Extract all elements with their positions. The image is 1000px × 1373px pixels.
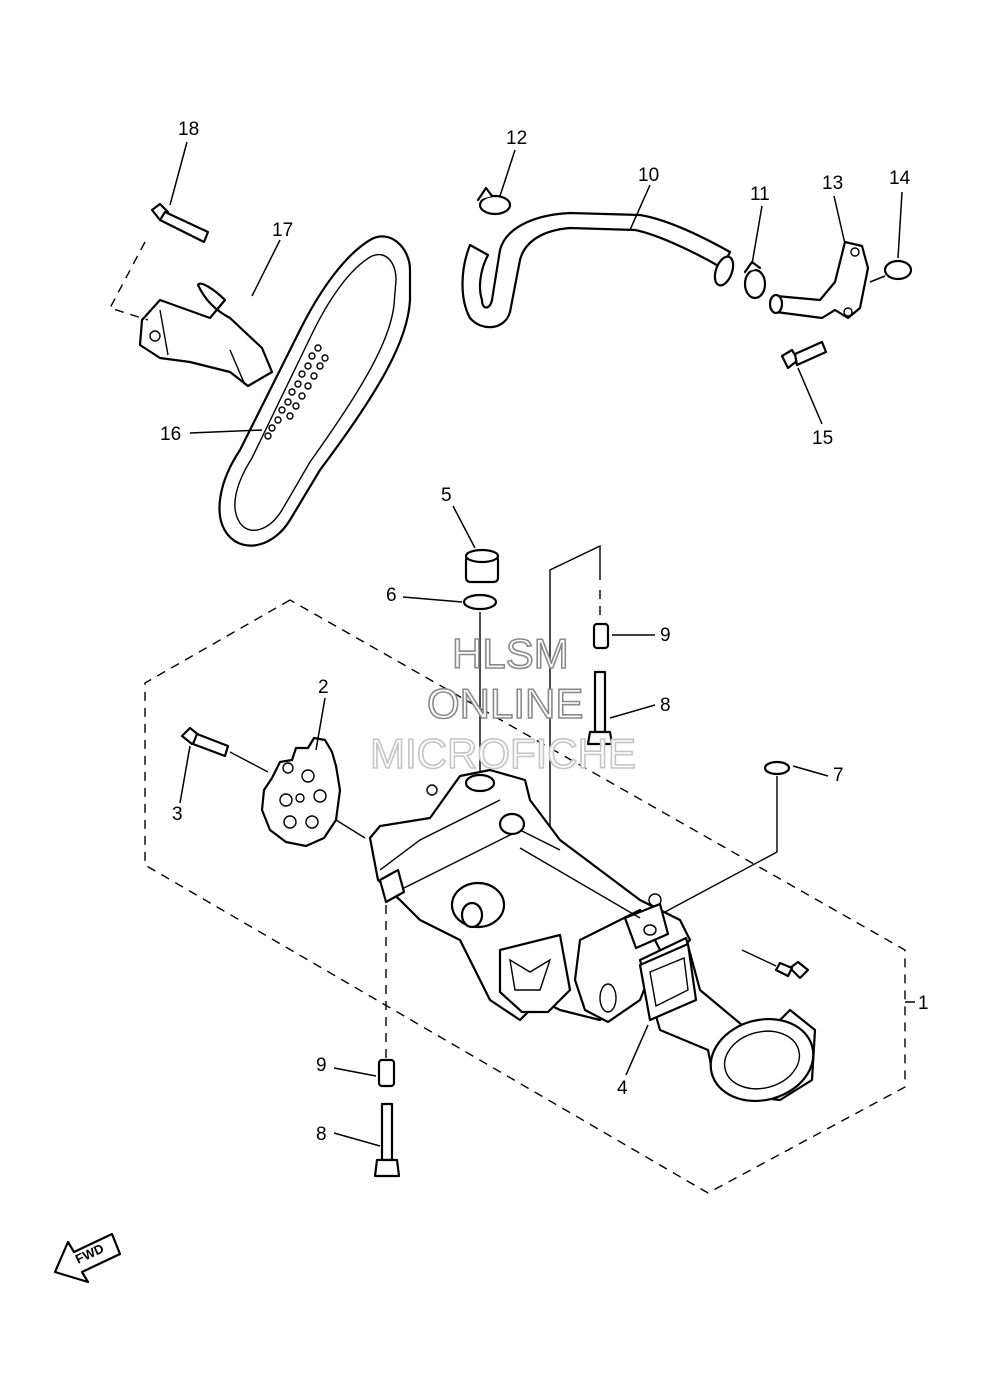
leader-8-bottom [333,1132,381,1147]
callout-9-top[interactable]: 9 [660,625,671,646]
callout-8-top[interactable]: 8 [660,695,671,716]
bolt-top [586,670,614,746]
leader-10 [629,184,651,231]
callout-12[interactable]: 12 [506,128,527,149]
oil-pump-sprocket [260,736,342,848]
callout-15[interactable]: 15 [812,428,833,449]
collar [464,548,500,584]
callout-3[interactable]: 3 [172,804,183,825]
callout-10[interactable]: 10 [638,165,659,186]
callout-13[interactable]: 13 [822,173,843,194]
o-ring-7 [763,760,791,776]
o-ring-14 [883,259,913,281]
fwd-arrow-badge: FWD [53,1232,122,1284]
callout-14[interactable]: 14 [889,168,911,189]
pin-alignment-top [549,544,601,830]
oil-hose [461,211,735,329]
leader-3 [179,745,191,804]
oil-strainer [638,936,817,1103]
leader-5 [452,505,476,549]
leader-15 [797,367,823,425]
chain-guide [138,282,274,388]
leader-13 [833,195,846,245]
leader-11 [751,205,763,265]
dowel-pin-bottom [377,1058,396,1088]
leader-2 [315,697,326,751]
watermark-line3: MICROFICHE [370,730,636,777]
leader-14 [897,191,903,259]
o-ring-6 [462,593,498,611]
watermark: HLSM ONLINE MICROFICHE [369,629,637,778]
strainer-bolt-axis [741,949,777,967]
callout-4[interactable]: 4 [617,1078,628,1099]
sprocket-bolt [180,726,230,758]
watermark-line2: ONLINE [427,680,583,727]
callout-7[interactable]: 7 [833,765,844,786]
watermark-line1: HLSM [452,630,569,677]
callout-8-bottom[interactable]: 8 [316,1124,327,1145]
leader-4 [625,1024,649,1076]
callout-5[interactable]: 5 [441,485,452,506]
bolt-18-alignment [108,241,149,321]
leader-18 [169,141,188,206]
pipe-bolt [780,340,828,370]
leader-14-link [869,275,886,283]
hose-clip-11 [743,260,767,300]
leader-9-bottom [333,1067,377,1077]
sprocket-axis [335,819,366,839]
callout-9-bottom[interactable]: 9 [316,1055,327,1076]
leader-6 [402,596,463,603]
callout-11[interactable]: 11 [750,184,770,205]
chain-link-detail [264,344,329,440]
leader-7 [792,765,829,777]
callout-2[interactable]: 2 [318,677,329,698]
bolt-bottom [373,1102,401,1178]
callout-1[interactable]: 1 [918,993,929,1014]
o-ring-7-alignment [649,776,778,921]
leader-16 [189,429,263,434]
hose-clip-12 [476,186,512,216]
callout-6[interactable]: 6 [386,585,397,606]
leader-12 [499,149,516,197]
guide-bolt [150,202,210,244]
assembly-boundary [144,599,906,1194]
callout-16[interactable]: 16 [160,424,181,445]
strainer-bolt [774,960,810,980]
callout-18[interactable]: 18 [178,119,199,140]
callout-17[interactable]: 17 [272,220,293,241]
dowel-pin-top [592,622,610,650]
leader-17 [251,239,281,297]
oil-pump-body [368,768,692,1024]
bolt-3-axis [229,751,269,773]
leader-8-top [609,704,656,719]
timing-chain [218,235,412,547]
oil-pipe [768,240,870,320]
